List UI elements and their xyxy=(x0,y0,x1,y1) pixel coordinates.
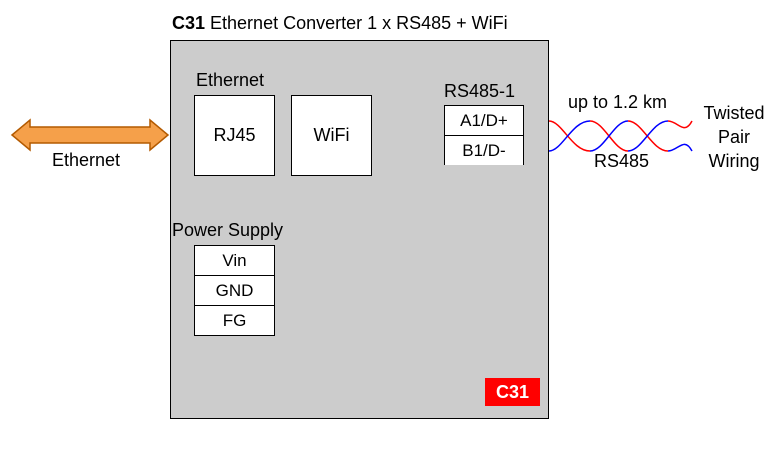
rs485-pin-a: A1/D+ xyxy=(445,106,523,136)
ethernet-section-label: Ethernet xyxy=(196,70,265,90)
model-badge: C31 xyxy=(485,378,540,406)
title-model: C31 xyxy=(172,13,206,33)
power-pin-vin: Vin xyxy=(195,246,274,276)
wire-blue-2 xyxy=(589,120,629,152)
wiring-label-line3: Wiring xyxy=(708,151,760,171)
wire-blue-4 xyxy=(667,143,693,152)
wire-blue-3 xyxy=(627,120,669,152)
power-terminal: Vin GND FG xyxy=(194,245,275,336)
diagram-title: C31 Ethernet Converter 1 x RS485 + WiFi xyxy=(172,13,508,34)
wiring-label: Twisted Pair Wiring xyxy=(694,101,774,173)
wire-blue-1 xyxy=(548,120,591,152)
rs485-port-label: RS485-1 xyxy=(444,81,516,101)
rs485-pin-b: B1/D- xyxy=(445,136,523,165)
cable-protocol-label: RS485 xyxy=(594,151,650,171)
wifi-label: WiFi xyxy=(313,125,350,145)
power-pin-gnd: GND xyxy=(195,276,274,306)
wiring-label-line1: Twisted xyxy=(703,103,765,123)
power-pin-fg: FG xyxy=(195,306,274,335)
external-ethernet-label: Ethernet xyxy=(52,150,121,170)
ethernet-double-arrow xyxy=(10,118,170,152)
cable-distance-label: up to 1.2 km xyxy=(568,92,668,112)
twisted-pair-cable xyxy=(548,120,693,152)
title-text: Ethernet Converter 1 x RS485 + WiFi xyxy=(205,13,508,33)
wiring-label-line2: Pair xyxy=(717,127,750,147)
power-supply-label: Power Supply xyxy=(172,220,284,240)
wire-red-4 xyxy=(667,120,693,129)
wire-red-1 xyxy=(548,120,591,152)
rs485-terminal: A1/D+ B1/D- xyxy=(444,105,524,165)
rj45-port: RJ45 xyxy=(194,95,275,176)
rj45-label: RJ45 xyxy=(213,125,256,145)
wifi-module: WiFi xyxy=(291,95,372,176)
